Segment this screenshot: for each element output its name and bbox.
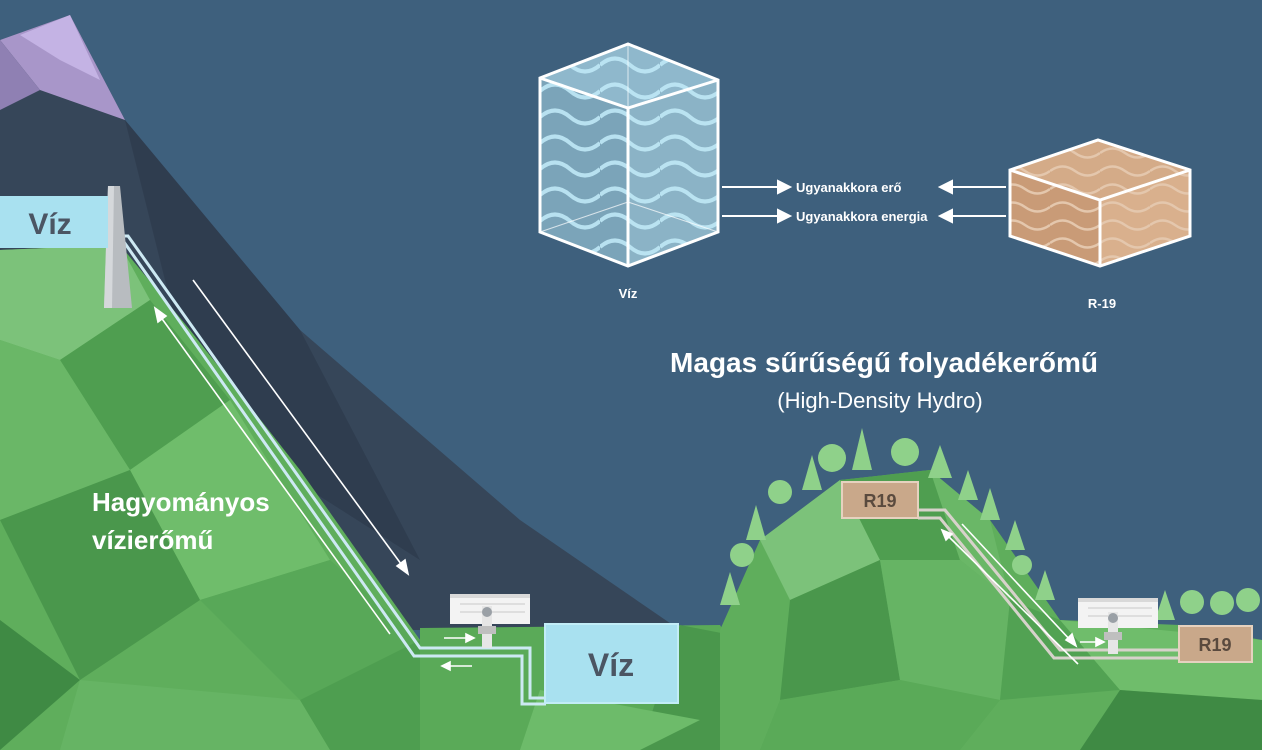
upper-r19-label: R19 — [863, 491, 896, 511]
turbine-icon — [1104, 612, 1122, 654]
upper-water-label: Víz — [28, 208, 71, 241]
high-density-title: Magas sűrűségű folyadékerőmű — [670, 347, 1098, 378]
flow-arrows-high-density — [940, 523, 1106, 665]
r19-block-caption: R-19 — [1088, 296, 1116, 311]
lower-water-reservoir: Víz — [544, 623, 679, 704]
right-hill — [720, 470, 1262, 750]
traditional-label-line2: vízierőmű — [92, 525, 213, 555]
comparison-arrows — [722, 179, 1006, 224]
high-density-subtitle: (High-Density Hydro) — [777, 388, 982, 413]
water-cube-icon — [538, 42, 720, 268]
comparison-same-energy: Ugyanakkora energia — [796, 209, 928, 224]
r19-block-icon — [1008, 138, 1192, 268]
flow-arrows-traditional — [153, 279, 476, 672]
lower-water-label: Víz — [588, 647, 634, 683]
r19-pipe — [918, 508, 1180, 660]
lower-r19-reservoir: R19 — [1178, 625, 1253, 663]
turbine-icon — [478, 606, 496, 648]
left-hillside — [0, 245, 560, 750]
upper-water-reservoir: Víz — [0, 196, 108, 248]
comparison-same-force: Ugyanakkora erő — [796, 180, 902, 195]
traditional-label-line1: Hagyományos — [92, 487, 270, 517]
water-cube-caption: Víz — [619, 286, 638, 301]
upper-r19-reservoir: R19 — [841, 481, 919, 519]
tree-icon — [720, 428, 1260, 620]
lower-r19-label: R19 — [1198, 635, 1231, 655]
dam-tower-icon — [104, 186, 132, 308]
